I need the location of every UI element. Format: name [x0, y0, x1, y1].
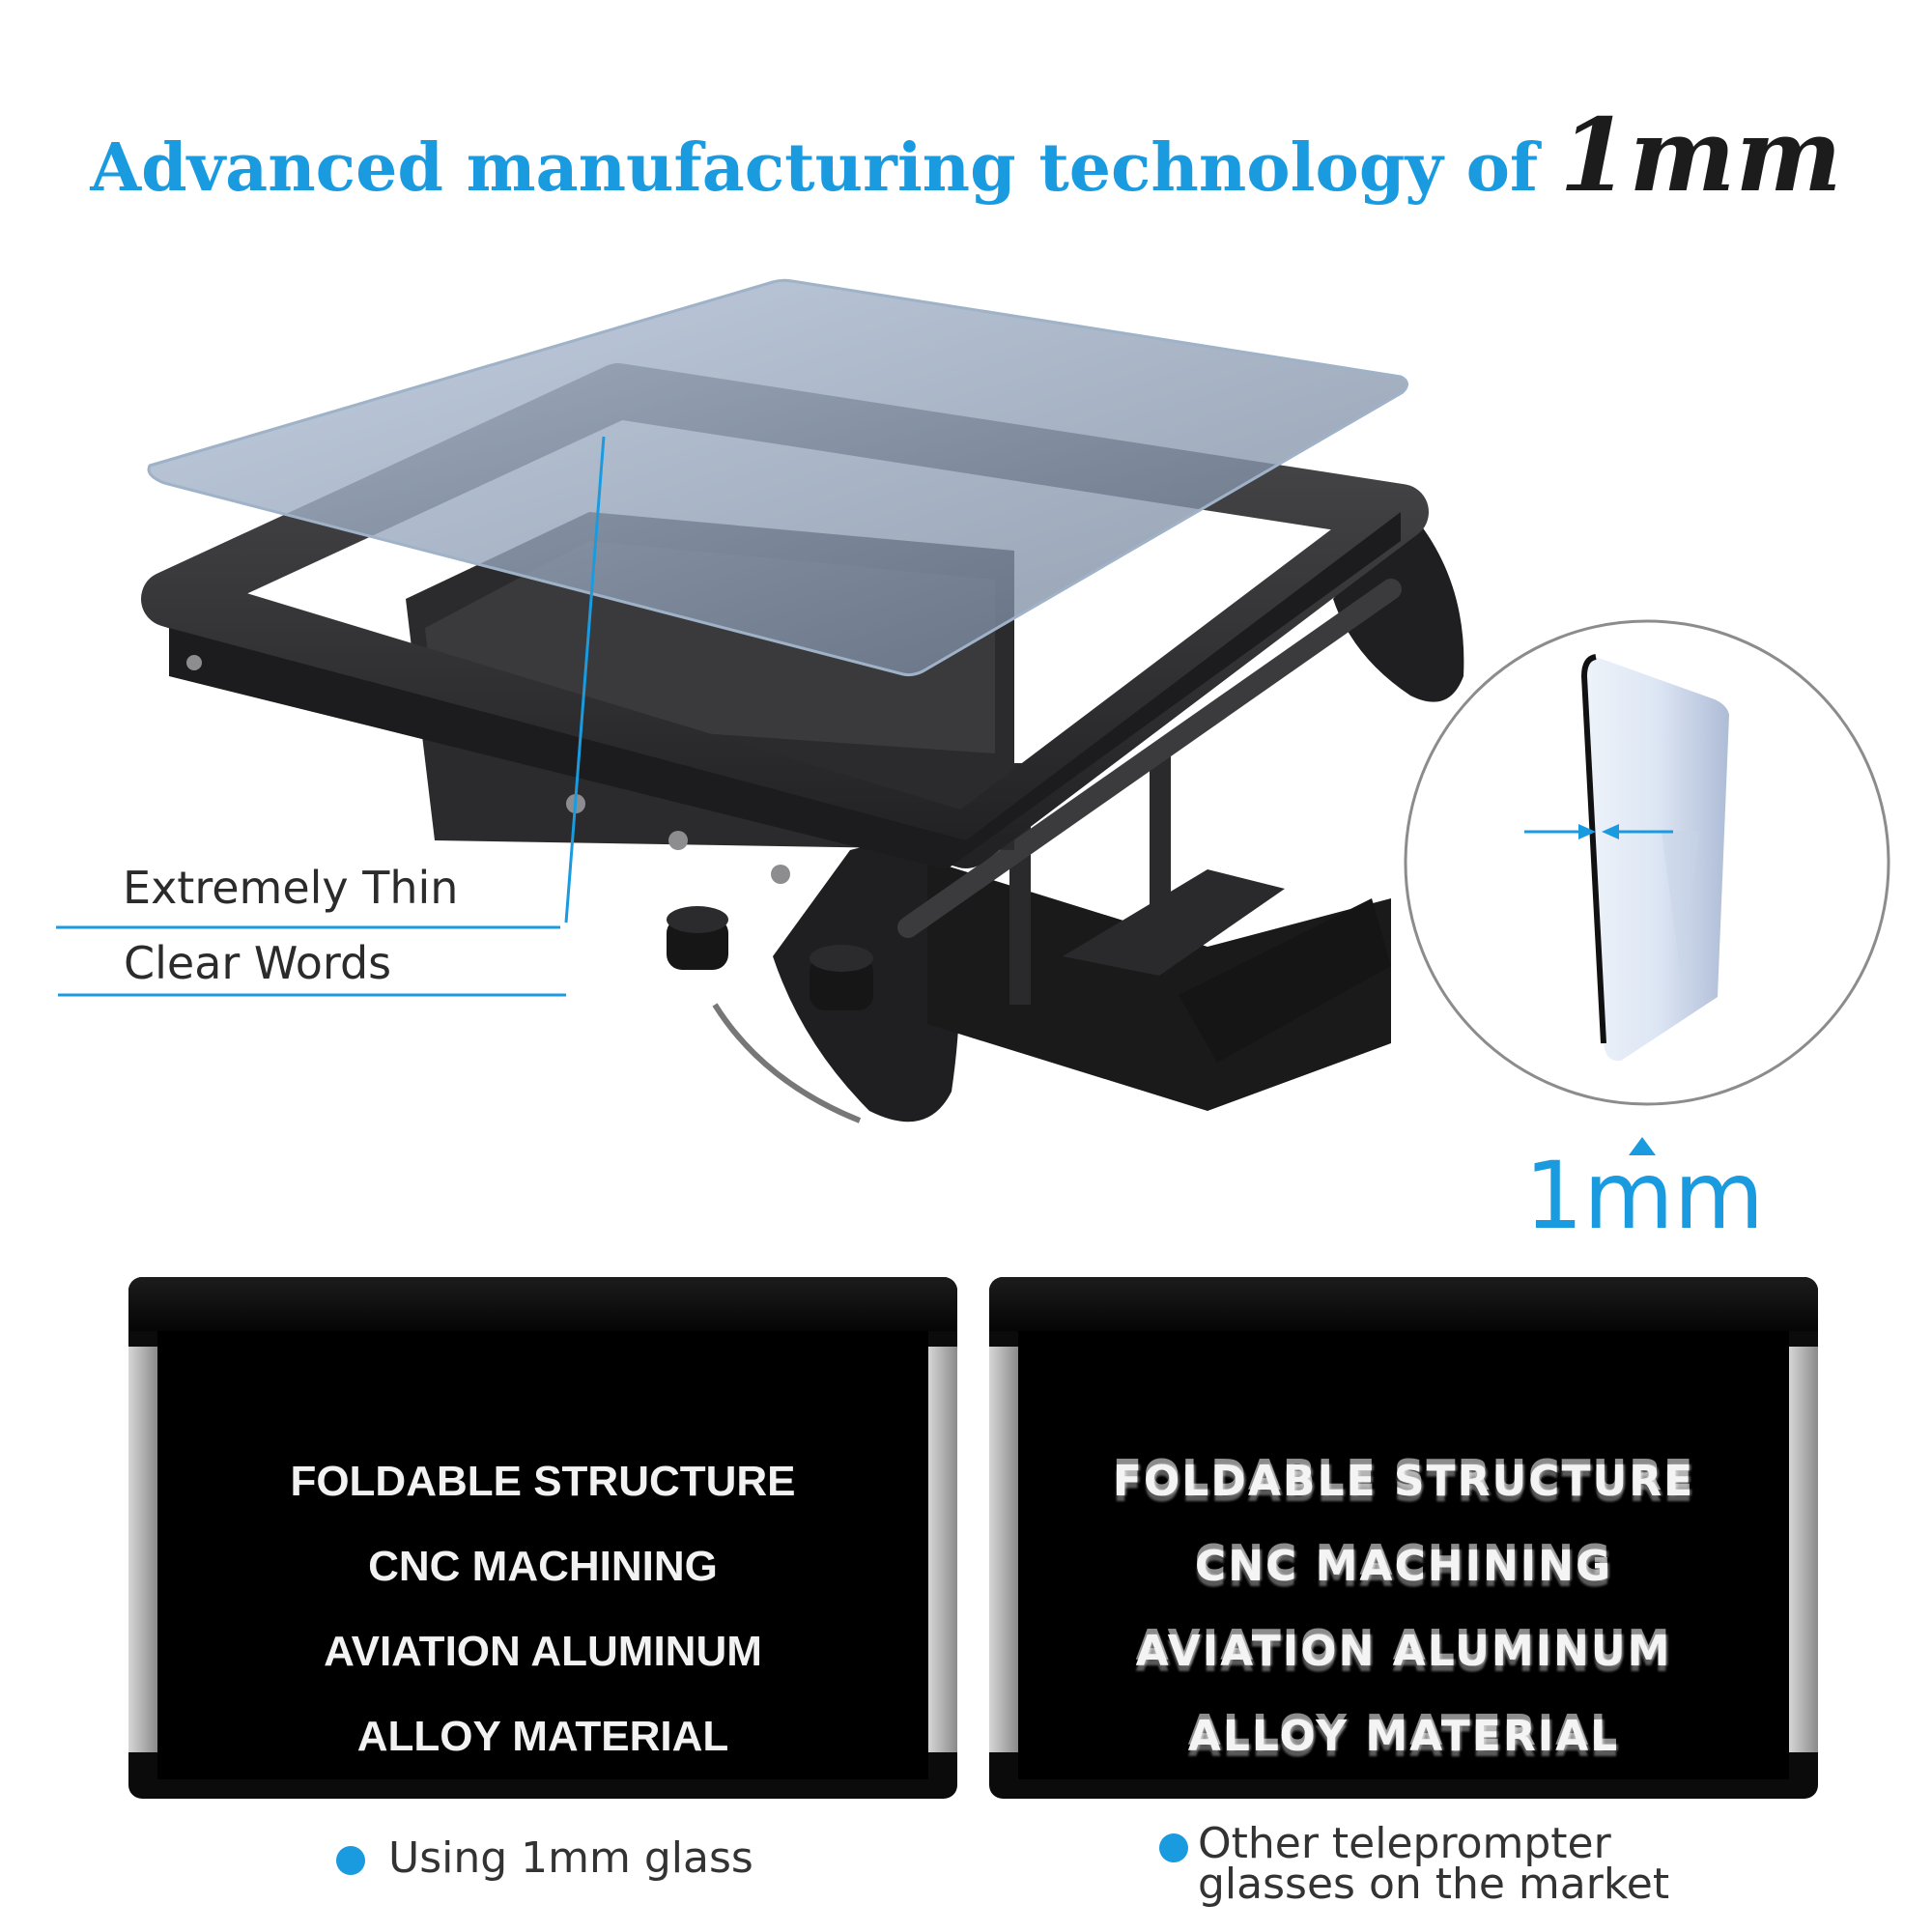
panel-text-list: FOLDABLE STRUCTURE CNC MACHINING AVIATIO…	[157, 1439, 928, 1779]
panel-text-line: CNC MACHINING	[1194, 1542, 1613, 1591]
thickness-arrows	[1524, 824, 1673, 1155]
panel-edge-left	[989, 1347, 1018, 1752]
headline: Advanced manufacturing technology of 1mm	[0, 96, 1932, 214]
teleprompter-frame	[141, 278, 1464, 1123]
panel-text-line: AVIATION ALUMINUM	[324, 1628, 762, 1675]
panel-text-line: CNC MACHINING	[368, 1543, 718, 1590]
caption-left-text: Using 1mm glass	[388, 1833, 753, 1883]
bullet-dot-icon	[336, 1846, 365, 1875]
panel-other-glass: FOLDABLE STRUCTURE CNC MACHINING AVIATIO…	[989, 1277, 1818, 1799]
headline-lead: Advanced manufacturing technology of	[90, 129, 1539, 208]
panel-text-line: ALLOY MATERIAL	[1187, 1712, 1620, 1761]
panel-screen: FOLDABLE STRUCTURE CNC MACHINING AVIATIO…	[1018, 1331, 1789, 1779]
panel-edge-left	[128, 1347, 157, 1752]
callout-extremely-thin: Extremely Thin	[123, 862, 459, 914]
caret-up-icon	[1629, 1137, 1656, 1155]
caption-left: Using 1mm glass	[336, 1837, 753, 1880]
panel-screen: FOLDABLE STRUCTURE CNC MACHINING AVIATIO…	[157, 1331, 928, 1779]
panel-text-line: FOLDABLE STRUCTURE	[290, 1458, 796, 1505]
panel-edge-right	[928, 1347, 957, 1752]
panel-top-bar	[989, 1277, 1818, 1331]
glass-detail-lens	[1404, 619, 1890, 1106]
panel-text-list: FOLDABLE STRUCTURE CNC MACHINING AVIATIO…	[1018, 1439, 1789, 1779]
thickness-label: 1mm	[1524, 1142, 1765, 1250]
panel-text-line: ALLOY MATERIAL	[356, 1713, 729, 1760]
panel-text-line: FOLDABLE STRUCTURE	[1112, 1457, 1695, 1506]
bullet-dot-icon	[1159, 1833, 1188, 1862]
callout-lines	[56, 436, 606, 997]
callout-clear-words: Clear Words	[124, 937, 392, 989]
headline-emphasis: 1mm	[1559, 96, 1842, 215]
panel-edge-right	[1789, 1347, 1818, 1752]
caption-right-line2: glasses on the market	[1198, 1860, 1670, 1909]
panel-1mm-glass: FOLDABLE STRUCTURE CNC MACHINING AVIATIO…	[128, 1277, 957, 1799]
panel-text-line: AVIATION ALUMINUM	[1135, 1627, 1672, 1676]
panel-top-bar	[128, 1277, 957, 1331]
caption-right-line1: Other teleprompter	[1198, 1819, 1611, 1868]
